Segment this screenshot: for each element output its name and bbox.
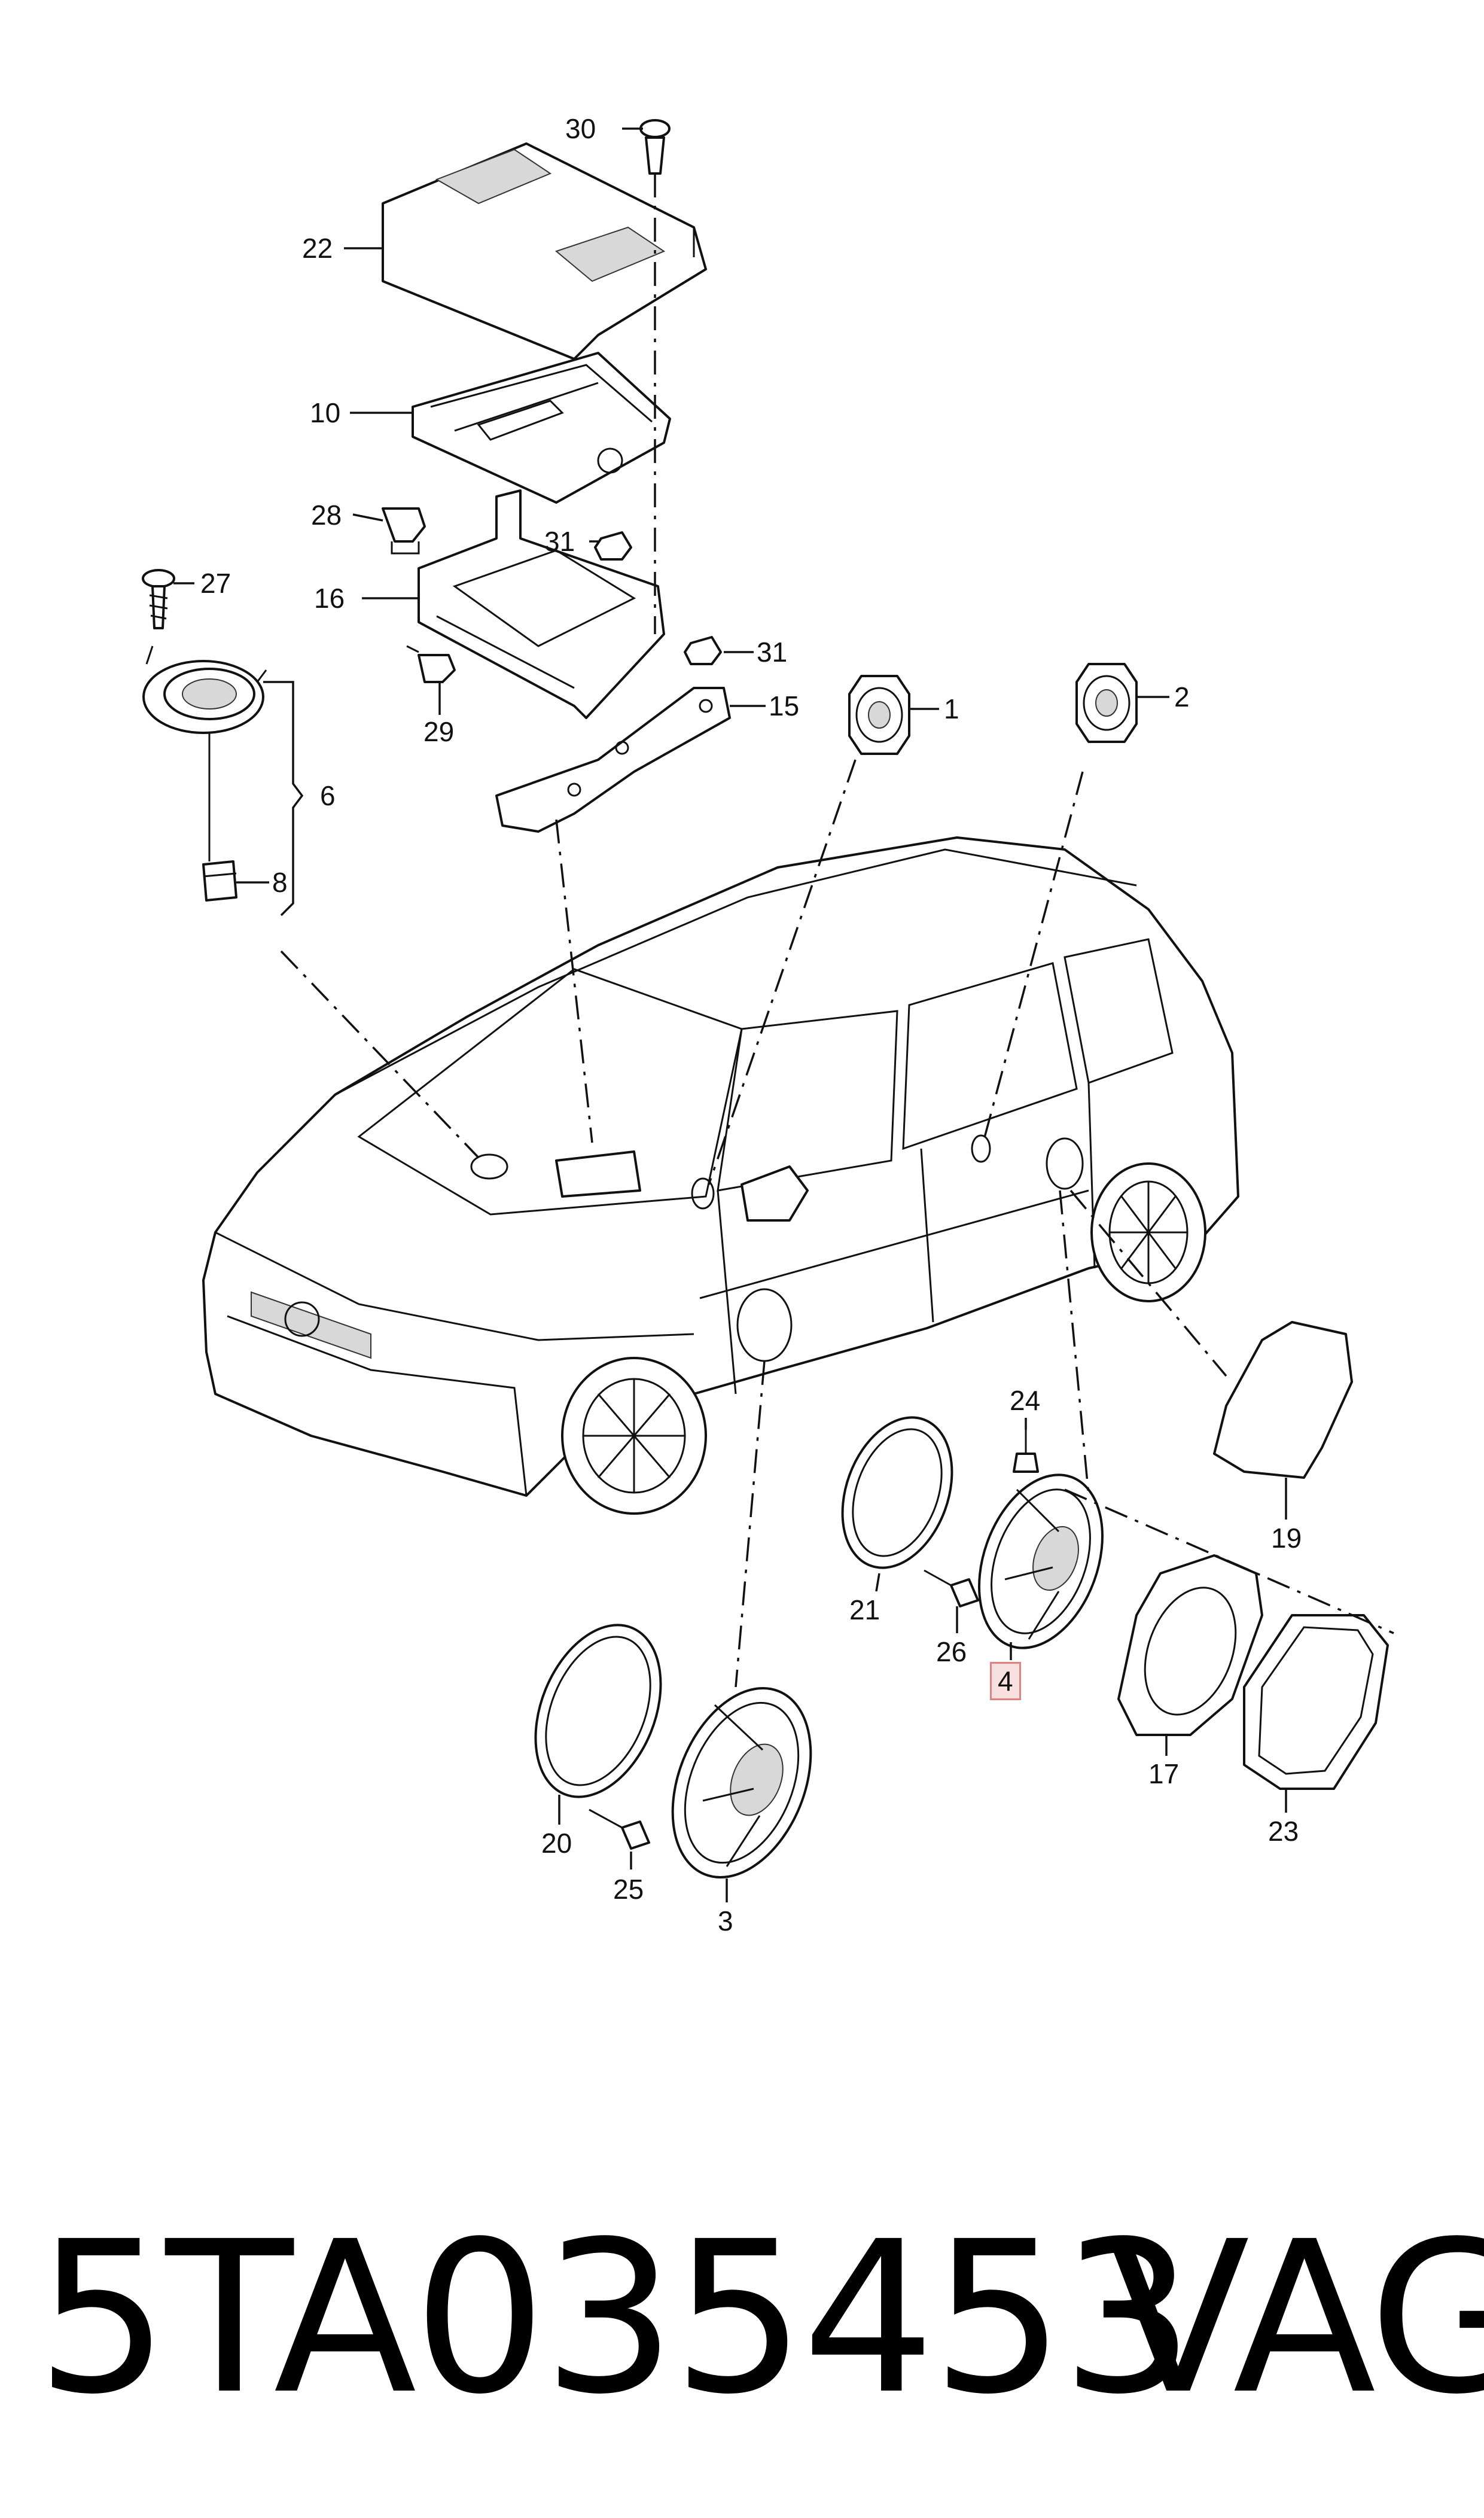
small-speaker-part-6 <box>142 646 267 861</box>
screw-part-25 <box>589 1808 650 1850</box>
foam-pad-part-19 <box>1213 1321 1353 1479</box>
screw-part-29 <box>406 645 456 683</box>
callout-17: 17 <box>1148 1758 1180 1789</box>
part-number-caption: 5TA035453 <box>36 2196 1194 2440</box>
callout-15: 15 <box>769 690 800 721</box>
callout-22: 22 <box>302 233 333 264</box>
callout-4-highlighted: 4 <box>990 1662 1021 1700</box>
bracket-part-16 <box>418 489 665 719</box>
screw-part-27 <box>142 569 175 629</box>
callout-1: 1 <box>944 693 959 724</box>
callout-26: 26 <box>936 1636 967 1667</box>
speaker-part-3 <box>671 1687 812 1878</box>
brace-part-6 <box>263 681 304 917</box>
callout-25: 25 <box>613 1874 644 1905</box>
callout-31-upper: 31 <box>544 526 575 557</box>
callout-10: 10 <box>310 397 341 428</box>
brand-caption: VAG <box>1107 2196 1484 2440</box>
vehicle-body <box>202 836 1239 1515</box>
nut-part-31-lower <box>684 636 722 665</box>
callout-2: 2 <box>1174 681 1190 713</box>
callout-31-lower: 31 <box>757 637 788 668</box>
callout-19: 19 <box>1271 1523 1302 1554</box>
adapter-part-17 <box>1117 1554 1263 1736</box>
callout-29: 29 <box>423 716 455 747</box>
callout-28: 28 <box>311 500 342 531</box>
callout-8: 8 <box>272 867 288 898</box>
mounting-plate-part-15 <box>495 687 731 833</box>
callout-27: 27 <box>200 568 231 599</box>
seal-part-23 <box>1243 1614 1389 1790</box>
screw-part-24 <box>1013 1430 1039 1473</box>
ring-part-20 <box>534 1624 662 1798</box>
connector-part-8 <box>202 860 237 902</box>
callout-3: 3 <box>718 1905 733 1937</box>
ring-part-21 <box>841 1416 953 1569</box>
callout-24: 24 <box>1010 1385 1041 1416</box>
clip-part-30 <box>639 119 671 175</box>
nut-part-31-upper <box>594 531 632 561</box>
callout-23: 23 <box>1268 1816 1299 1847</box>
bolt-part-28 <box>382 507 426 555</box>
amplifier-cover-part-22 <box>382 142 707 360</box>
callout-6: 6 <box>320 780 336 811</box>
tweeter-part-1 <box>848 675 910 755</box>
tweeter-part-2 <box>1075 663 1138 743</box>
callout-16: 16 <box>314 583 345 614</box>
callout-21: 21 <box>849 1594 880 1625</box>
screw-part-26 <box>924 1569 979 1607</box>
amplifier-part-10 <box>412 352 671 504</box>
callout-30: 30 <box>565 113 596 144</box>
assembly-lines <box>280 173 1394 1688</box>
callout-20: 20 <box>541 1828 572 1859</box>
leader-lines <box>173 127 1287 1902</box>
speaker-part-4 <box>978 1473 1104 1649</box>
